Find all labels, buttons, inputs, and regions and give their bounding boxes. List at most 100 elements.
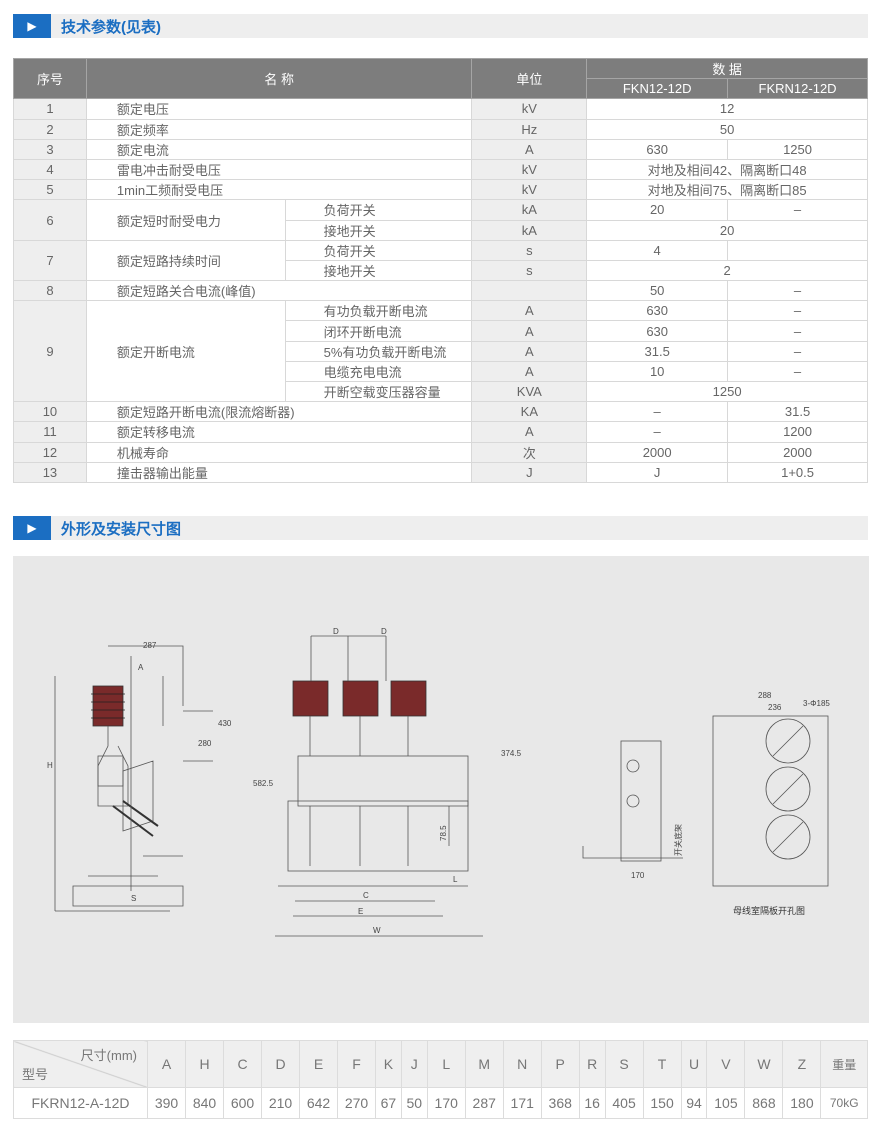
corner-bottom-label: 型号 [22, 1067, 49, 1082]
sub-cell: 电缆充电电流 [284, 360, 473, 383]
dim-value: 868 [744, 1087, 784, 1119]
dim-value: 50 [400, 1087, 428, 1119]
dim-column-header: N [502, 1040, 542, 1088]
value-cell: 2000 [586, 441, 729, 463]
value-cell: – [727, 320, 868, 342]
dim-label-s: S [131, 894, 136, 903]
sub-cell: 接地开关 [284, 259, 473, 282]
section-title: 技术参数(见表) [61, 18, 161, 36]
dim-column-header: D [261, 1040, 300, 1088]
value-cell: – [727, 280, 868, 302]
value-cell: 2 [586, 259, 868, 282]
unit-cell: A [471, 360, 588, 383]
value-cell: – [586, 421, 729, 443]
drawing-caption: 母线室隔板开孔图 [733, 905, 805, 916]
nm-cell: 额定开断电流 [85, 300, 286, 403]
nm-cell: 机械寿命 [85, 441, 473, 463]
value-cell: 31.5 [727, 401, 868, 423]
unit-cell: KVA [471, 380, 588, 403]
dim-value: 171 [502, 1087, 542, 1119]
unit-cell: kV [471, 98, 588, 120]
value-cell: 1+0.5 [727, 461, 868, 483]
section-header-spec: ▶ 技术参数(见表) [13, 14, 868, 38]
seq-cell: 1 [13, 98, 87, 120]
dim-value: 210 [261, 1087, 300, 1119]
dim-label-d: D [333, 627, 339, 636]
value-cell: 对地及相间75、隔离断口85 [586, 179, 868, 201]
unit-cell: J [471, 461, 588, 483]
value-cell: 1200 [727, 421, 868, 443]
dim-label-280: 280 [198, 739, 212, 748]
section-title: 外形及安装尺寸图 [61, 520, 182, 538]
header-name: 名 称 [85, 57, 473, 100]
value-cell: 50 [586, 118, 868, 140]
dim-label-l: L [453, 875, 458, 884]
section-header-drawing: ▶ 外形及安装尺寸图 [13, 516, 868, 540]
value-cell: – [727, 340, 868, 362]
value-cell [727, 239, 868, 261]
value-cell: 31.5 [586, 340, 729, 362]
nm-cell: 撞击器输出能量 [85, 461, 473, 483]
value-cell: 630 [586, 320, 729, 342]
value-cell: 12 [586, 98, 868, 120]
dim-value: 368 [540, 1087, 580, 1119]
sub-cell: 负荷开关 [284, 199, 473, 221]
seq-cell: 8 [13, 280, 87, 302]
nm-cell: 额定频率 [85, 118, 473, 140]
dim-column-header: R [578, 1040, 606, 1088]
dim-label-170: 170 [631, 871, 645, 880]
seq-cell: 7 [13, 239, 87, 282]
dim-column-header: Z [782, 1040, 822, 1088]
dim-column-header: T [642, 1040, 682, 1088]
dim-label-287: 287 [143, 641, 157, 650]
dim-value: 70kG [820, 1087, 868, 1119]
dim-value: 287 [464, 1087, 504, 1119]
seq-cell: 11 [13, 421, 87, 443]
seq-cell: 6 [13, 199, 87, 241]
value-cell: 1250 [586, 380, 868, 403]
dim-label-hole-dia: 3-Φ185 [803, 699, 830, 708]
value-cell: 630 [586, 300, 729, 322]
unit-cell: A [471, 138, 588, 160]
dim-value: 170 [426, 1087, 466, 1119]
dim-label-a: A [138, 663, 144, 672]
header-data: 数 据 [586, 57, 868, 80]
sub-cell: 接地开关 [284, 219, 473, 241]
sub-cell: 负荷开关 [284, 239, 473, 261]
unit-cell: kA [471, 219, 588, 241]
dim-label-582-5: 582.5 [253, 779, 274, 788]
unit-cell [471, 280, 588, 302]
dim-value: 150 [642, 1087, 682, 1119]
dim-label-d: D [381, 627, 387, 636]
value-cell: 20 [586, 219, 868, 241]
play-triangle-icon: ▶ [13, 516, 51, 540]
dim-value: 67 [375, 1087, 402, 1119]
dim-column-header: W [744, 1040, 784, 1088]
dim-column-header: H [185, 1040, 224, 1088]
value-cell: 20 [586, 199, 729, 221]
dim-column-header: M [464, 1040, 504, 1088]
sub-cell: 闭环开断电流 [284, 320, 473, 342]
value-cell: – [727, 199, 868, 221]
nm-cell: 雷电冲击耐受电压 [85, 158, 473, 181]
dim-column-header: U [680, 1040, 708, 1088]
unit-cell: A [471, 300, 588, 322]
side-label: 开关底架 [673, 824, 683, 856]
dim-column-header: F [337, 1040, 376, 1088]
nm-cell: 额定短路关合电流(峰值) [85, 280, 473, 302]
unit-cell: A [471, 421, 588, 443]
unit-cell: KA [471, 401, 588, 423]
dim-value: 390 [147, 1087, 186, 1119]
nm-cell: 额定电流 [85, 138, 473, 160]
dim-column-header: S [604, 1040, 644, 1088]
